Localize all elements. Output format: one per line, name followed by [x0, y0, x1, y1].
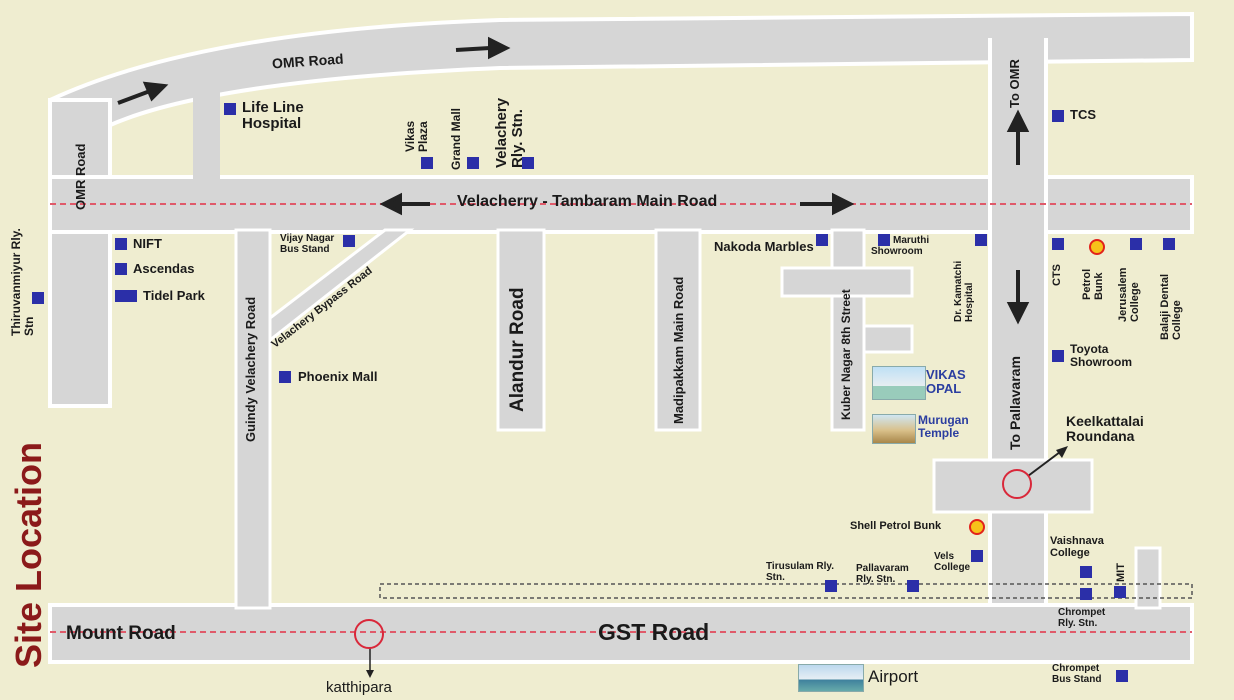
- railway-line: [379, 583, 1193, 599]
- nakoda-marker: [816, 234, 828, 246]
- vaishnava-marker: [1080, 566, 1092, 578]
- to-omr-label: To OMR: [1007, 59, 1022, 108]
- velachery-bypass-road: [268, 228, 415, 344]
- chrompet-stn-label: Chrompet Rly. Stn.: [1058, 607, 1106, 629]
- airport-label: Airport: [868, 667, 919, 686]
- maruthi-label: Maruthi Showroom: [871, 235, 930, 257]
- vikas-plaza-label: Vikas Plaza: [403, 120, 430, 152]
- thiruvanmiyur-label: Thiruvanmiyur Rly. Stn: [9, 228, 36, 336]
- cts-label: CTS: [1051, 264, 1063, 286]
- tirusulam-marker: [825, 580, 837, 592]
- grand-mall-label: Grand Mall: [449, 107, 463, 170]
- nift-marker: [115, 238, 127, 250]
- toyota-label: Toyota Showroom: [1070, 342, 1132, 369]
- to-pallavaram-label: To Pallavaram: [1007, 356, 1023, 450]
- alandur-road-label: Alandur Road: [507, 287, 528, 412]
- tcs-marker: [1052, 110, 1064, 122]
- kamatchi-marker: [975, 234, 987, 246]
- velachery-main-road-label: Velacherry - Tambaram Main Road: [457, 193, 718, 210]
- mit-marker: [1114, 586, 1126, 598]
- madipakkam-road: [654, 228, 702, 432]
- life-line-label: Life Line Hospital: [242, 99, 304, 132]
- vaishnava-label: Vaishnava College: [1050, 535, 1104, 559]
- nakoda-label: Nakoda Marbles: [714, 239, 814, 254]
- jerusalem-marker: [1130, 238, 1142, 250]
- life-line-marker: [224, 103, 236, 115]
- omr-road-left-label: OMR Road: [73, 143, 88, 210]
- phoenix-label: Phoenix Mall: [298, 369, 378, 384]
- velachery-stn-label: Velachery Rly. Stn.: [493, 97, 526, 168]
- grand-mall-marker: [467, 157, 479, 169]
- guindy-velachery-road-label: Guindy Velachery Road: [243, 296, 258, 442]
- velachery-stn-marker: [522, 157, 534, 169]
- airport-image: [798, 664, 864, 692]
- phoenix-marker: [279, 371, 291, 383]
- toyota-marker: [1052, 350, 1064, 362]
- vijay-nagar-label: Vijay Nagar Bus Stand: [280, 233, 335, 255]
- chrompet-bus-marker: [1116, 670, 1128, 682]
- maruthi-marker: [878, 234, 890, 246]
- gst-road-label: GST Road: [598, 619, 710, 645]
- tirusulam-label: Tirusulam Rly. Stn.: [766, 561, 834, 583]
- chrompet-stn-marker: [1080, 588, 1092, 600]
- omr-road: [48, 11, 1194, 400]
- vikas-plaza-marker: [421, 157, 433, 169]
- mount-road-label: Mount Road: [66, 623, 176, 644]
- ascendas-marker: [115, 263, 127, 275]
- vikas-opal-image: [872, 366, 926, 400]
- tcs-label: TCS: [1070, 107, 1096, 122]
- balaji-marker: [1163, 238, 1175, 250]
- tidel-label: Tidel Park: [143, 288, 205, 303]
- nift-label: NIFT: [133, 236, 162, 251]
- balaji-label: Balaji Dental College: [1159, 273, 1183, 340]
- kuber-nagar-road-label: Kuber Nagar 8th Street: [839, 289, 853, 420]
- thiruvanmiyur-marker: [32, 292, 44, 304]
- ascendas-label: Ascendas: [133, 261, 195, 276]
- keelkattalai-label: Keelkattalai Roundana: [1066, 413, 1144, 444]
- chrompet-bus-label: Chrompet Bus Stand: [1052, 663, 1102, 685]
- murugan-temple-image: [872, 414, 916, 444]
- vijay-nagar-marker: [343, 235, 355, 247]
- tidel-marker: [115, 290, 137, 302]
- guindy-velachery-road: [234, 228, 272, 610]
- vels-marker: [971, 550, 983, 562]
- pallavaram-stn-label: Pallavaram Rly. Stn.: [856, 563, 909, 585]
- vels-label: Vels College: [934, 551, 971, 573]
- kamatchi-label: Dr. Kamatchi Hospital: [953, 260, 975, 322]
- map-title: Site Location: [8, 441, 49, 668]
- madipakkam-road-label: Madipakkam Main Road: [671, 276, 686, 424]
- vikas-opal-label: VIKAS OPAL: [926, 367, 966, 396]
- katthipara-label: katthipara: [326, 679, 392, 696]
- murugan-label: Murugan Temple: [918, 413, 969, 440]
- cts-marker: [1052, 238, 1064, 250]
- alandur-road: [496, 228, 546, 432]
- shell-label: Shell Petrol Bunk: [850, 520, 942, 532]
- gst-road: [48, 603, 1194, 664]
- petrol-bunk-label: Petrol Bunk: [1081, 268, 1105, 300]
- jerusalem-label: Jerusalem College: [1117, 267, 1141, 322]
- mit-label: MIT: [1115, 563, 1127, 582]
- pallavaram-stn-marker: [907, 580, 919, 592]
